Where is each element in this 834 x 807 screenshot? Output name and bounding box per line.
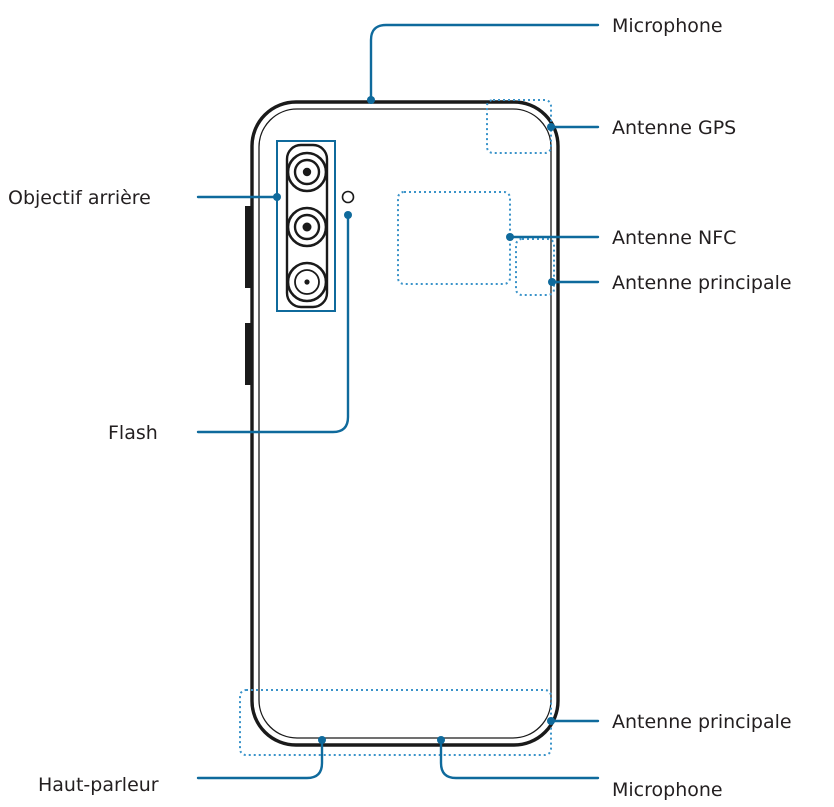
camera-lens-3 (286, 261, 328, 303)
flash-icon (341, 190, 355, 204)
label-microphone-bottom: Microphone (612, 779, 723, 801)
gps-antenna-zone (486, 99, 552, 154)
label-gps-antenna: Antenne GPS (612, 117, 736, 139)
callout-main-antenna-bottom (547, 717, 600, 725)
label-flash: Flash (108, 422, 158, 444)
callout-rear-camera (196, 193, 281, 201)
callout-gps-antenna (547, 123, 600, 131)
label-main-antenna-bottom: Antenne principale (612, 711, 792, 733)
side-key-power (245, 323, 252, 385)
callout-main-antenna-side (548, 278, 600, 286)
label-speaker: Haut-parleur (38, 774, 159, 796)
label-microphone-top: Microphone (612, 15, 723, 37)
callout-microphone-bottom (437, 736, 600, 780)
rear-camera-highlight (276, 140, 336, 312)
main-antenna-bottom-zone (239, 689, 552, 756)
main-antenna-side-zone (515, 238, 555, 296)
camera-lens-2 (286, 206, 328, 248)
phone-outer-frame (250, 100, 560, 747)
callout-speaker (196, 736, 326, 780)
callout-flash (196, 211, 352, 434)
camera-lens-1 (286, 151, 328, 193)
label-nfc-antenna: Antenne NFC (612, 227, 736, 249)
phone-body (245, 100, 560, 747)
label-rear-camera: Objectif arrière (8, 187, 151, 209)
callout-nfc-antenna (506, 233, 600, 241)
camera-module (276, 140, 355, 312)
nfc-antenna-zone (397, 191, 511, 285)
label-main-antenna-side: Antenne principale (612, 272, 792, 294)
callout-microphone-top (367, 23, 600, 104)
phone-inner-frame (258, 108, 552, 739)
side-key-volume (245, 206, 252, 288)
